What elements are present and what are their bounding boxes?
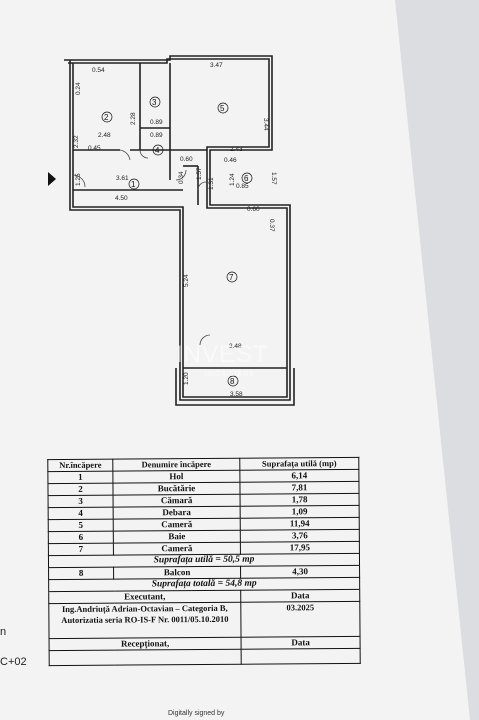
room-number: 5 bbox=[220, 104, 225, 113]
dim-label: 2.28 bbox=[130, 112, 137, 125]
received-date-label: Data bbox=[241, 636, 361, 650]
side-text-tc: C+02 bbox=[0, 656, 27, 668]
cell-area: 3,76 bbox=[240, 529, 360, 543]
dim-label: 1.25 bbox=[75, 173, 82, 186]
cell-area: 1,09 bbox=[240, 505, 360, 519]
cell-name: Cameră bbox=[113, 518, 241, 532]
room-area-table: Nr.încăpere Denumire încăpere Suprafața … bbox=[47, 457, 361, 666]
digital-signature-note: Digitally signed by bbox=[168, 710, 225, 717]
col-header-area: Suprafața utilă (mp) bbox=[239, 457, 359, 471]
dim-label: 3.44 bbox=[262, 118, 269, 131]
cell-name: Cămară bbox=[113, 494, 241, 508]
dim-label: 1.31 bbox=[208, 177, 215, 190]
dim-label: 5.24 bbox=[183, 274, 190, 287]
cell-area: 7,81 bbox=[239, 481, 360, 495]
dim-label: 0.60 bbox=[247, 206, 260, 213]
blank-row bbox=[49, 648, 361, 666]
plan-walls bbox=[64, 55, 295, 406]
cell-nr: 4 bbox=[48, 507, 114, 520]
col-header-nr: Nr.încăpere bbox=[47, 459, 113, 472]
room-number: 2 bbox=[104, 113, 109, 122]
dim-label: 0.24 bbox=[75, 82, 82, 95]
dim-label: 4.50 bbox=[115, 195, 128, 202]
date-label: Data bbox=[240, 589, 360, 603]
room-number: 7 bbox=[229, 273, 234, 282]
room-number: 6 bbox=[244, 174, 249, 183]
cell-area: 11,94 bbox=[240, 517, 360, 531]
cell-nr: 3 bbox=[48, 495, 114, 508]
executant-date: 03.2025 bbox=[240, 601, 361, 638]
cell-nr: 7 bbox=[48, 543, 114, 556]
dim-label: 0.89 bbox=[150, 132, 163, 139]
dim-label: 0.85 bbox=[236, 183, 249, 190]
executant-row: Ing.Andriuță Adrian-Octavian – Categoria… bbox=[48, 601, 361, 639]
cell-name: Baie bbox=[113, 530, 241, 544]
dim-label: 2.32 bbox=[73, 135, 80, 148]
dim-label: 0.46 bbox=[224, 157, 237, 164]
cell-area: 1,78 bbox=[240, 493, 360, 507]
dim-label: 0.54 bbox=[92, 67, 105, 74]
cell-name: Debara bbox=[113, 506, 241, 520]
room-number: 8 bbox=[230, 377, 235, 386]
cell-nr: 1 bbox=[47, 471, 113, 484]
room-numbers: 2 3 4 5 1 6 7 8 bbox=[101, 96, 253, 387]
room-number: 4 bbox=[155, 146, 160, 155]
side-text-n: n bbox=[0, 626, 7, 638]
dim-label: 1.57 bbox=[196, 167, 203, 180]
cell-name: Bucătărie bbox=[112, 482, 241, 496]
dim-label: 0.37 bbox=[268, 219, 275, 232]
dim-label: 0.34 bbox=[178, 171, 185, 184]
dim-label: 0.89 bbox=[150, 119, 163, 126]
dim-label: 2.48 bbox=[98, 132, 111, 139]
col-header-name: Denumire încăpere bbox=[112, 458, 240, 472]
balcony-nr: 8 bbox=[48, 567, 114, 580]
dim-label: 0.45 bbox=[88, 145, 101, 152]
cell-area: 6,14 bbox=[239, 469, 359, 483]
dim-label: 2.43 bbox=[230, 146, 243, 153]
dimension-labels: 0.54 0.24 3.47 3.44 2.28 0.89 0.89 2.48 … bbox=[73, 62, 277, 398]
watermark-brand: INVEST bbox=[176, 341, 269, 368]
room-number: 3 bbox=[152, 98, 157, 107]
dim-label: 3.58 bbox=[230, 391, 243, 398]
executant-text: Ing.Andriuță Adrian-Octavian – Categoria… bbox=[48, 602, 242, 639]
cell-nr: 5 bbox=[48, 519, 114, 532]
entrance-arrow-icon bbox=[48, 172, 56, 186]
room-number: 1 bbox=[131, 180, 136, 189]
cell-nr: 2 bbox=[47, 483, 114, 496]
cell-name: Cameră bbox=[113, 542, 241, 556]
dim-label: 1.24 bbox=[229, 173, 236, 186]
cell-area: 17,95 bbox=[240, 541, 360, 555]
dim-label: 1.57 bbox=[270, 172, 277, 185]
balcony-area: 4,30 bbox=[240, 565, 360, 579]
watermark-sub: IMOBILIARE bbox=[205, 371, 255, 378]
dim-label: 1.20 bbox=[183, 372, 190, 385]
watermark-logo: INVEST IMOBILIARE bbox=[176, 341, 269, 378]
dim-label: 3.47 bbox=[210, 62, 223, 69]
dim-label: 3.48 bbox=[229, 343, 242, 350]
cell-nr: 6 bbox=[48, 531, 114, 544]
dim-label: 0.60 bbox=[180, 156, 193, 163]
dim-label: 3.61 bbox=[116, 175, 129, 182]
cell-name: Hol bbox=[112, 470, 240, 484]
door-swings bbox=[72, 149, 211, 346]
balcony-name: Balcon bbox=[113, 566, 241, 580]
